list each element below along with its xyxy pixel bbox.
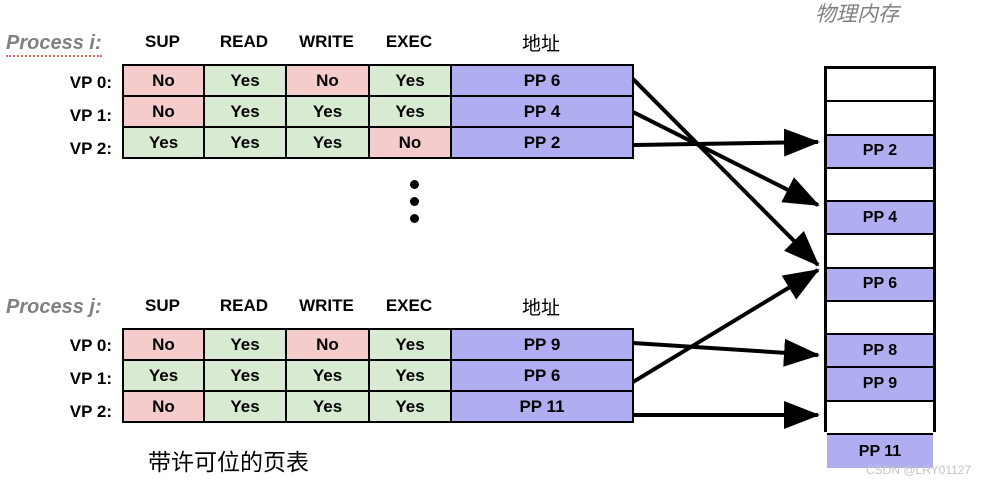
process-j-label: Process j: — [6, 296, 102, 319]
memory-cell-pp6: PP 6 — [827, 268, 933, 302]
cell-j2-read: Yes — [203, 390, 287, 423]
column-header-write-j: WRITE — [299, 296, 354, 315]
column-header-address-j: 地址 — [521, 297, 560, 319]
cell-i1-addr: PP 4 — [450, 95, 634, 128]
cell-i2-sup: Yes — [122, 126, 205, 159]
ellipsis-dot — [410, 197, 419, 206]
vp-label-i-0: VP 0: — [69, 73, 112, 92]
cell-j0-write: No — [285, 328, 370, 361]
arrow-i1-to-pp4 — [632, 110, 820, 207]
column-header-write-i: WRITE — [299, 32, 354, 51]
arrow-i0-to-pp6 — [631, 77, 820, 267]
page-table-process-i: No Yes No Yes PP 6 No Yes Yes Yes PP 4 Y… — [122, 64, 634, 159]
cell-j1-addr: PP 6 — [450, 359, 634, 392]
cell-j1-read: Yes — [203, 359, 287, 392]
table-row: No Yes No Yes PP 9 — [122, 328, 634, 361]
memory-cell-0 — [827, 69, 933, 103]
cell-i0-sup: No — [122, 64, 205, 97]
watermark: CSDN @LRY01127 — [866, 463, 972, 477]
page-table-caption: 带许可位的页表 — [148, 450, 309, 476]
cell-i0-read: Yes — [203, 64, 287, 97]
arrow-j0-to-pp9 — [632, 338, 820, 367]
vertical-ellipsis — [410, 180, 419, 231]
cell-i0-addr: PP 6 — [450, 64, 634, 97]
memory-cell-pp4: PP 4 — [827, 202, 933, 236]
memory-cell-5 — [827, 235, 933, 269]
memory-cell-pp9: PP 9 — [827, 368, 933, 402]
cell-i2-write: Yes — [285, 126, 370, 159]
cell-i1-read: Yes — [203, 95, 287, 128]
memory-cell-7 — [827, 301, 933, 336]
column-header-exec-i: EXEC — [385, 32, 433, 51]
column-header-sup-j: SUP — [145, 296, 180, 315]
page-table-process-j: No Yes No Yes PP 9 Yes Yes Yes Yes PP 6 … — [122, 328, 634, 423]
cell-j1-exec: Yes — [368, 359, 452, 392]
arrow-i2-to-pp2 — [632, 128, 820, 157]
cell-i2-read: Yes — [203, 126, 287, 159]
cell-j0-sup: No — [122, 328, 205, 361]
process-j-label-text: Process j: — [6, 296, 102, 318]
cell-i1-sup: No — [122, 95, 205, 128]
cell-i0-exec: Yes — [368, 64, 452, 97]
vp-label-j-2: VP 2: — [69, 402, 112, 421]
ellipsis-dot — [410, 180, 419, 189]
table-row: Yes Yes Yes No PP 2 — [122, 126, 634, 159]
cell-i0-write: No — [285, 64, 370, 97]
cell-j2-sup: No — [122, 390, 205, 423]
memory-cell-3 — [827, 168, 933, 203]
vp-label-i-1: VP 1: — [69, 106, 112, 125]
table-row: No Yes No Yes PP 6 — [122, 64, 634, 97]
cell-j1-write: Yes — [285, 359, 370, 392]
memory-cell-pp11: PP 11 — [827, 434, 933, 469]
vp-label-j-0: VP 0: — [69, 336, 112, 355]
cell-i1-exec: Yes — [368, 95, 452, 128]
process-i-label-text: Process i: — [6, 32, 102, 57]
column-header-address-i: 地址 — [521, 33, 560, 55]
physical-memory-column: PP 2 PP 4 PP 6 PP 8 PP 9 PP 11 — [824, 66, 936, 469]
table-row: No Yes Yes Yes PP 4 — [122, 95, 634, 128]
cell-j0-addr: PP 9 — [450, 328, 634, 361]
memory-cell-10 — [827, 401, 933, 435]
vp-label-i-2: VP 2: — [69, 139, 112, 158]
process-i-label: Process i: — [6, 32, 102, 57]
column-header-read-j: READ — [219, 296, 269, 315]
ellipsis-dot — [410, 214, 419, 223]
column-header-sup-i: SUP — [145, 32, 180, 51]
table-row: No Yes Yes Yes PP 11 — [122, 390, 634, 423]
memory-cell-1 — [827, 102, 933, 136]
cell-j2-addr: PP 11 — [450, 390, 634, 423]
cell-i1-write: Yes — [285, 95, 370, 128]
cell-j1-sup: Yes — [122, 359, 205, 392]
cell-j2-write: Yes — [285, 390, 370, 423]
table-row: Yes Yes Yes Yes PP 6 — [122, 359, 634, 392]
memory-cell-pp2: PP 2 — [827, 135, 933, 169]
cell-j0-read: Yes — [203, 328, 287, 361]
arrow-j1-to-pp6 — [631, 268, 820, 384]
cell-i2-addr: PP 2 — [450, 126, 634, 159]
cell-j0-exec: Yes — [368, 328, 452, 361]
cell-i2-exec: No — [368, 126, 452, 159]
memory-cell-pp8: PP 8 — [827, 335, 933, 369]
column-header-exec-j: EXEC — [385, 296, 433, 315]
vp-label-j-1: VP 1: — [69, 369, 112, 388]
cell-j2-exec: Yes — [368, 390, 452, 423]
physical-memory-title: 物理内存 — [815, 2, 899, 26]
column-header-read-i: READ — [219, 32, 269, 51]
